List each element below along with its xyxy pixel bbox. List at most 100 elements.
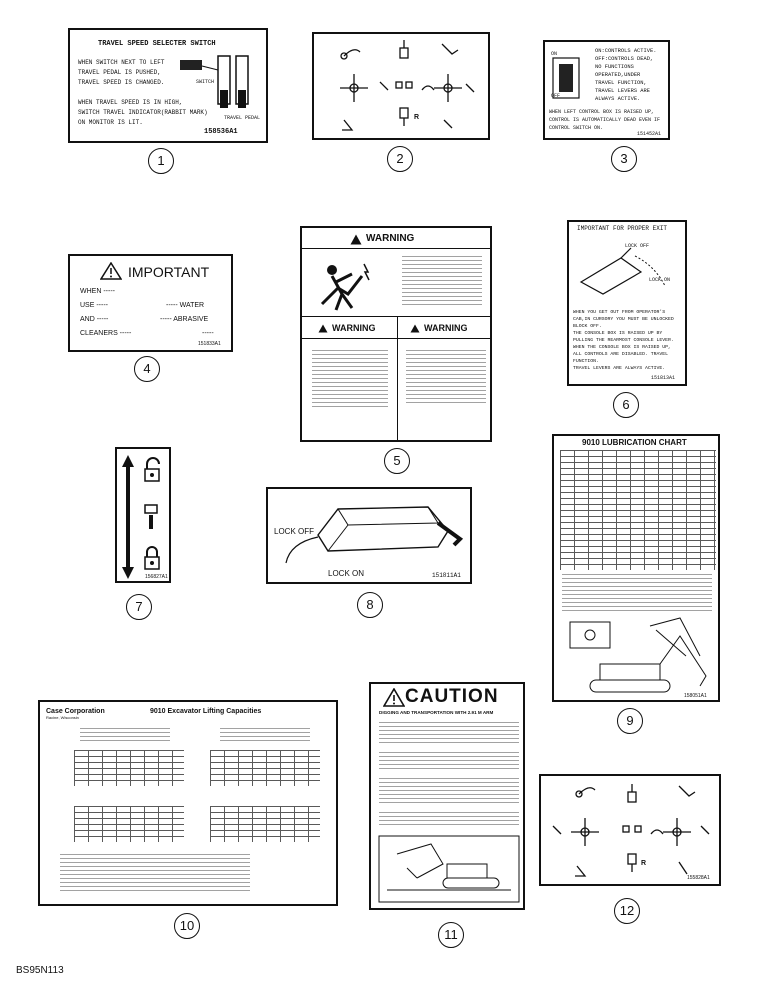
- warning-triangle-icon: [350, 234, 362, 245]
- locked-padlock-icon: [144, 546, 160, 570]
- decal-10-notes: [60, 854, 250, 894]
- decal-3-off-label: OFF: [551, 93, 561, 99]
- callout-6: 6: [613, 392, 639, 418]
- decal-6-part-number: 151813A1: [651, 375, 676, 381]
- decal-5-fine-print: [406, 350, 486, 404]
- decal-10-table-header: [80, 728, 170, 744]
- decal-6-line: ALL CONTROLS ARE DISABLED. TRAVEL: [573, 352, 668, 357]
- decal-3-line: ALWAYS ACTIVE.: [595, 96, 641, 102]
- callout-5: 5: [384, 448, 410, 474]
- decal-5-fine-print: [402, 256, 482, 308]
- callout-11: 11: [438, 922, 464, 948]
- decal-6-lock-off: LOCK OFF: [625, 243, 650, 249]
- decal-3-line: TRAVEL LEVERS ARE: [595, 88, 650, 94]
- callout-9: 9: [617, 708, 643, 734]
- decal-6-title: IMPORTANT FOR PROPER EXIT: [577, 225, 668, 232]
- decal-5-warning-electrical: WARNING WARNING WARNING: [300, 226, 492, 442]
- decal-9-notes: [562, 574, 712, 612]
- decal-1-line: TRAVEL SPEED IS CHANGED.: [78, 79, 165, 86]
- decal-10-lifting-capacities: Case Corporation Racine, Wisconsin 9010 …: [38, 700, 338, 906]
- warning-triangle-icon: [100, 262, 122, 280]
- decal-3-line: ON:CONTROLS ACTIVE.: [595, 48, 657, 54]
- decal-11-caution-arm: CAUTION DIGGING AND TRANSPORTATION WITH …: [369, 682, 525, 910]
- decal-6-line: PULLING THE REARMOST CONSOLE LEVER.: [573, 338, 674, 343]
- double-arrow-icon: [122, 455, 134, 579]
- motion-arc-icon: [285, 536, 319, 564]
- decal-3-line: WHEN LEFT CONTROL BOX IS RAISED UP,: [549, 109, 655, 115]
- decal-10-table: [210, 750, 320, 786]
- excavator-transport-icon: [378, 835, 520, 903]
- warning-triangle-icon: [318, 324, 328, 333]
- decal-4-row-right: ----- ABRASIVE: [160, 316, 209, 323]
- decal-3-line: CONTROL IS AUTOMATICALLY DEAD EVEN IF: [549, 117, 661, 123]
- decal-5-warning-right: WARNING: [424, 323, 468, 333]
- decal-6-lock-on: LOCK ON: [649, 277, 671, 283]
- callout-7: 7: [126, 594, 152, 620]
- console-box-icon: [317, 506, 464, 552]
- decal-4-part-number: 151833A1: [198, 341, 221, 347]
- switch-icon: [552, 57, 580, 99]
- pedal-switch-icon: [180, 55, 249, 108]
- decal-9-title: 9010 LUBRICATION CHART: [582, 438, 687, 447]
- decal-10-table: [210, 806, 320, 842]
- decal-3-line: OFF:CONTROLS DEAD,: [595, 56, 654, 62]
- warning-triangle-icon: [383, 688, 405, 707]
- decal-1-travel-speed-selector: TRAVEL SPEED SELECTER SWITCH WHEN SWITCH…: [68, 28, 268, 143]
- decal-6-line: FUNCTION.: [573, 359, 599, 364]
- decal-12-control-pattern: R 155828A1: [539, 774, 721, 886]
- decal-1-switch-label: SWITCH: [196, 79, 215, 85]
- callout-12: 12: [614, 898, 640, 924]
- decal-1-title: TRAVEL SPEED SELECTER SWITCH: [98, 40, 216, 48]
- decal-12-r-label: R: [641, 860, 647, 867]
- decal-3-part-number: 151452A1: [637, 131, 662, 137]
- decal-6-line: WHEN THE CONSOLE BOX IS RAISED UP,: [573, 345, 671, 350]
- figure-code: BS95N113: [16, 965, 64, 976]
- decal-6-proper-exit: IMPORTANT FOR PROPER EXIT LOCK OFF LOCK …: [567, 220, 687, 386]
- decal-10-table: [74, 750, 184, 786]
- decal-3-line: OPERATED,UNDER: [595, 72, 641, 78]
- decal-6-line: TRAVEL LEVERS ARE ALWAYS ACTIVE.: [573, 366, 666, 371]
- control-pattern-icons: [340, 40, 475, 131]
- decal-5-fine-print: [312, 350, 388, 410]
- decal-10-company: Case Corporation: [46, 708, 105, 715]
- decal-4-row-left: USE -----: [80, 302, 108, 309]
- decal-4-row-left: CLEANERS -----: [80, 330, 132, 337]
- callout-8: 8: [357, 592, 383, 618]
- unlocked-padlock-icon: [144, 457, 160, 482]
- callout-3: 3: [611, 146, 637, 172]
- control-pattern-icons: [552, 784, 710, 877]
- decal-3-line: TRAVEL FUNCTION,: [595, 80, 647, 86]
- decal-3-line: NO FUNCTIONS: [595, 64, 634, 70]
- decal-10-table: [74, 806, 184, 842]
- decal-3-line: CONTROL SWITCH ON.: [549, 125, 604, 131]
- decal-10-title: 9010 Excavator Lifting Capacities: [150, 708, 262, 715]
- decal-6-line: THE CONSOLE BOX IS RAISED UP BY: [573, 331, 663, 336]
- decal-11-instructions: [379, 722, 519, 746]
- callout-2: 2: [387, 146, 413, 172]
- decal-9-lubrication-chart: 9010 LUBRICATION CHART 158051A1: [552, 434, 720, 702]
- lever-icon: [144, 504, 158, 529]
- decal-7-part-number: 156827A1: [145, 574, 168, 580]
- decal-9-part-number: 158051A1: [684, 693, 707, 699]
- decal-4-important-cleaners: IMPORTANT WHEN ----- USE ----- ----- WAT…: [68, 254, 233, 352]
- decal-1-line: ON MONITOR IS LIT.: [78, 119, 143, 126]
- excavator-lube-points-icon: [569, 617, 707, 693]
- decal-11-title: CAUTION: [405, 686, 499, 707]
- decal-3-on-label: ON: [551, 51, 558, 57]
- decal-11-instructions: [379, 812, 519, 828]
- decal-8-part-number: 151811A1: [432, 572, 461, 579]
- decal-1-line: WHEN TRAVEL SPEED IS IN HIGH,: [78, 99, 183, 106]
- decal-1-part-number: 158536A1: [204, 128, 238, 136]
- decal-4-row-left: WHEN -----: [80, 288, 115, 295]
- decal-2-r-label: R: [414, 114, 420, 121]
- electrocution-hazard-icon: [320, 263, 370, 311]
- decal-4-row-right: -----: [202, 330, 214, 337]
- decal-8-lock-on: LOCK ON: [328, 569, 365, 578]
- decal-11-subtitle: DIGGING AND TRANSPORTATION WITH 2.91 M A…: [379, 710, 494, 715]
- decal-4-title: IMPORTANT: [128, 264, 210, 280]
- decal-10-table-header: [220, 728, 310, 744]
- decal-11-instructions: [379, 752, 519, 772]
- decal-1-line: TRAVEL PEDAL IS PUSHED,: [78, 69, 161, 76]
- console-lever-icon: [579, 247, 666, 295]
- decal-12-part-number: 155828A1: [687, 875, 710, 881]
